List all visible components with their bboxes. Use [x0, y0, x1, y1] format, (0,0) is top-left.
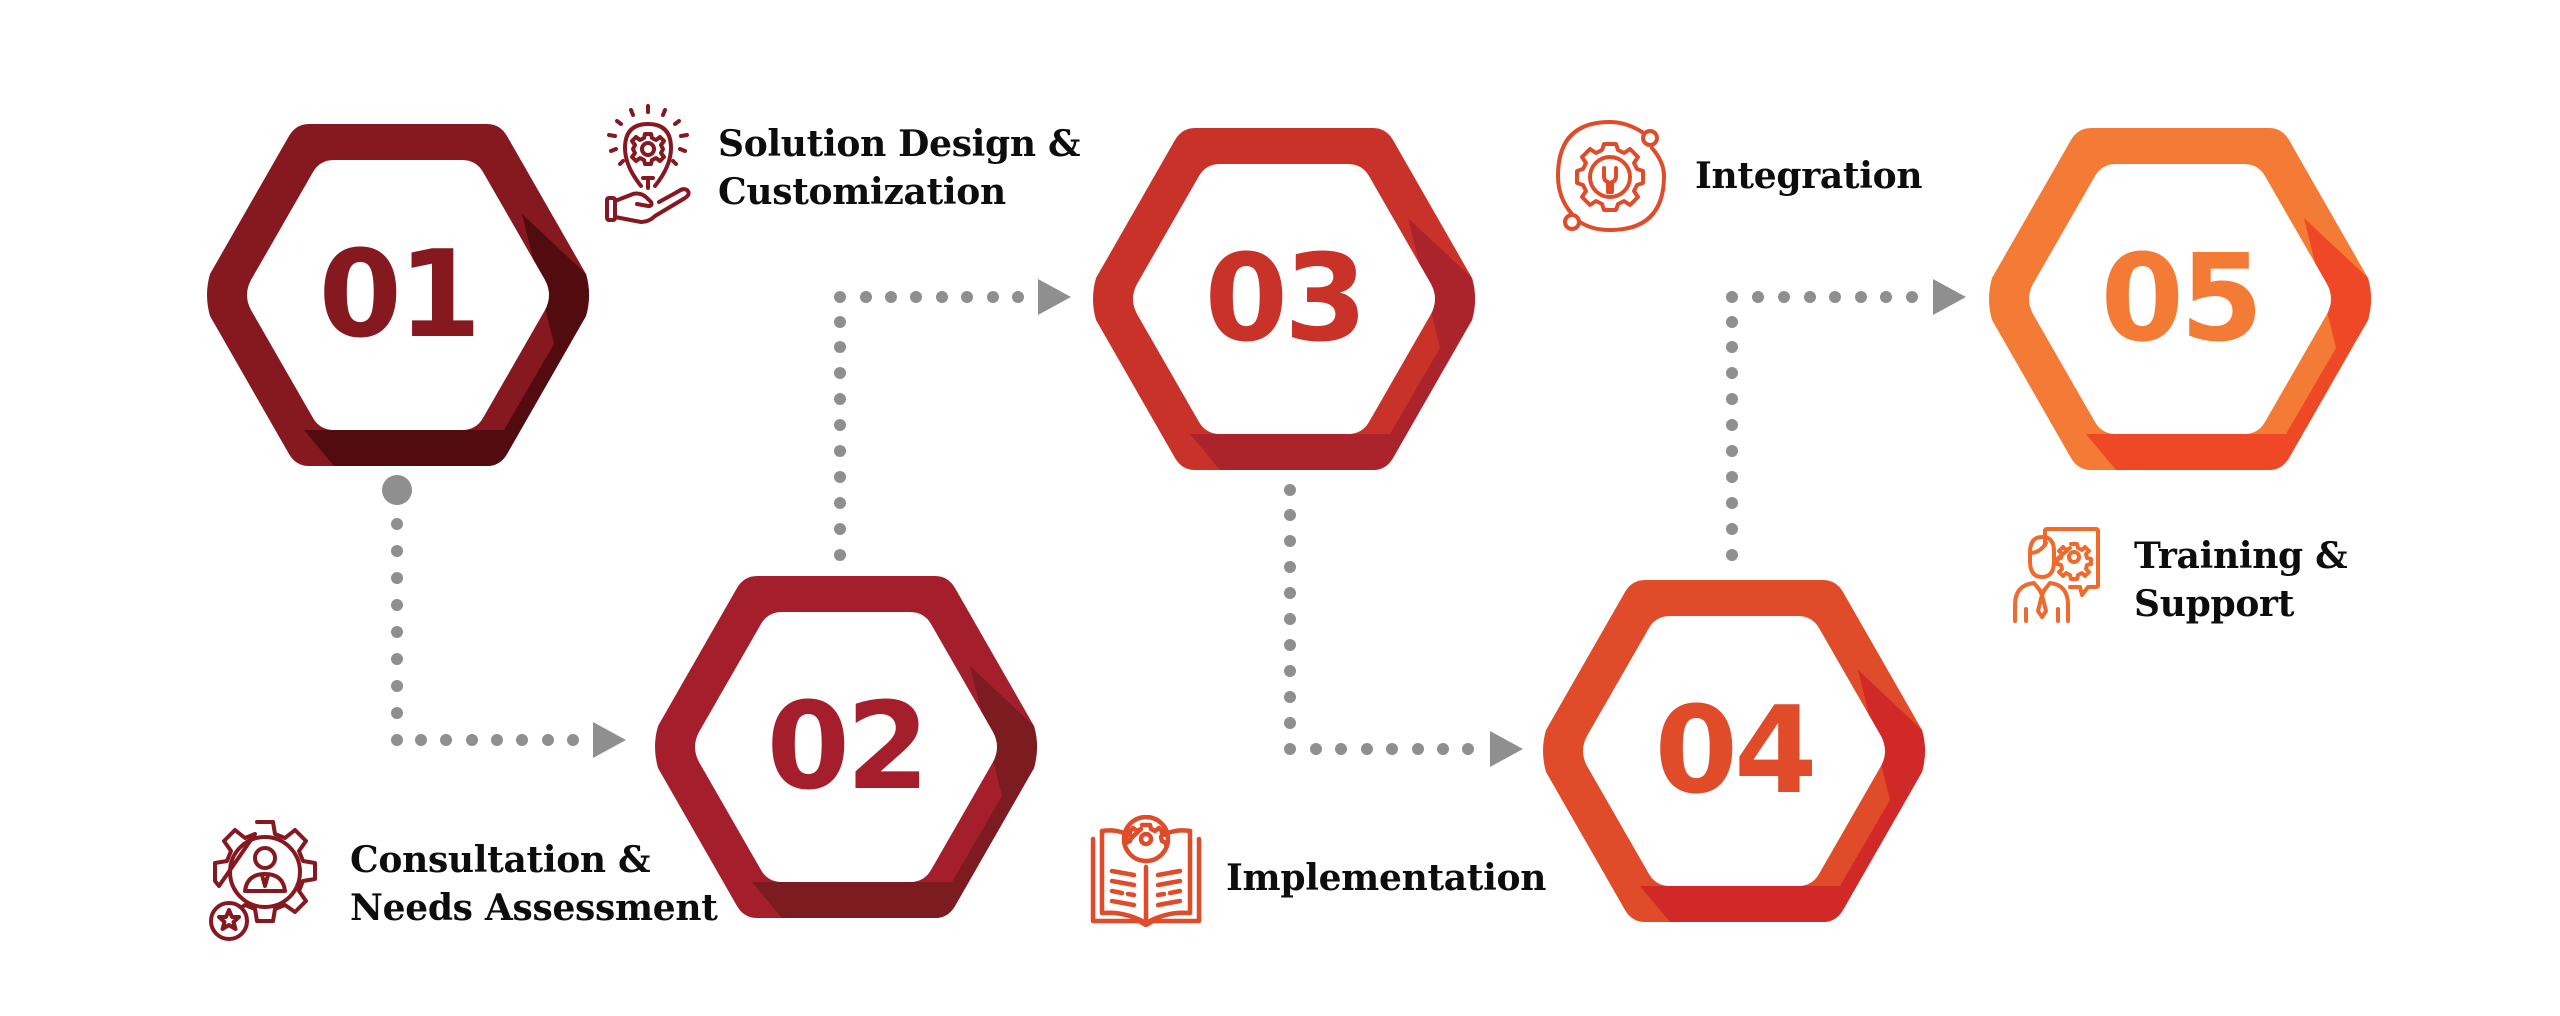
step-01-hexagon: 01 [204, 124, 592, 466]
step-03-title: Implementation [1226, 854, 1546, 902]
connector-03-04 [1284, 484, 1523, 767]
person-speech-gear-icon [2013, 527, 2100, 623]
gear-person-star-icon [209, 820, 317, 941]
step-02-title-line2: Customization [718, 171, 1006, 213]
step-05-title-line1: Training & [2134, 535, 2348, 577]
step-02-title-line1: Solution Design & [718, 123, 1081, 165]
step-04-title-line1: Integration [1695, 155, 1923, 197]
wrench-gear-orbit-icon [1556, 120, 1666, 232]
step-04-number: 04 [1654, 681, 1818, 821]
connector-01-02 [382, 475, 626, 758]
lightbulb-gear-hand-icon [605, 104, 691, 224]
step-01-number: 01 [318, 225, 482, 365]
step-02-title: Solution Design & Customization [718, 120, 1081, 216]
step-03-hexagon: 03 [1090, 128, 1478, 470]
step-02-number: 02 [766, 677, 930, 817]
connector-04-05 [1726, 279, 1966, 561]
step-01-title-line2: Needs Assessment [350, 887, 718, 929]
step-05-title-line2: Support [2134, 583, 2295, 625]
step-05-title: Training & Support [2134, 532, 2348, 628]
step-05-number: 05 [2100, 229, 2264, 369]
step-02-hexagon: 02 [652, 576, 1040, 918]
step-03-number: 03 [1204, 229, 1368, 369]
step-01-title-line1: Consultation & [350, 839, 651, 881]
step-04-hexagon: 04 [1540, 580, 1928, 922]
connector-02-03 [834, 279, 1071, 561]
step-05-hexagon: 05 [1986, 128, 2374, 470]
step-03-title-line1: Implementation [1226, 857, 1547, 899]
step-04-title: Integration [1695, 152, 1923, 200]
book-gear-icon [1090, 815, 1202, 927]
step-01-title: Consultation & Needs Assessment [350, 836, 718, 932]
